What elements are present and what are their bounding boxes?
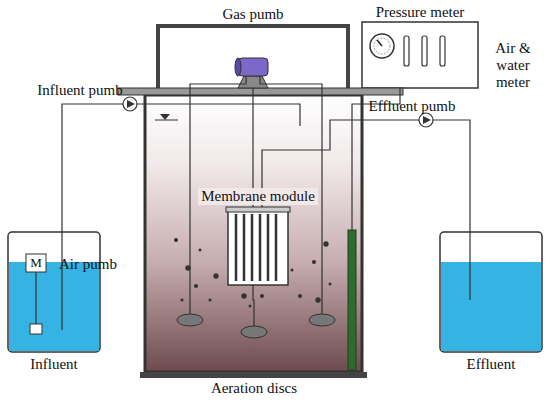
- motor-symbol: M: [30, 255, 42, 270]
- part-label: Membrane module: [198, 188, 318, 205]
- effluent-water: [441, 262, 541, 351]
- level-sensor: [348, 230, 356, 370]
- air-stone: [30, 324, 42, 334]
- part-label: Gas pumb: [222, 6, 283, 23]
- flow-meter: [404, 36, 445, 66]
- influent-water: [9, 262, 99, 351]
- part-label: Air & water meter: [481, 40, 545, 91]
- part-label: Influent pumb: [37, 82, 122, 99]
- membrane-module: [228, 210, 288, 285]
- pump-frame: [158, 26, 348, 90]
- influent-tank: [8, 232, 100, 352]
- aeration-disc: [177, 314, 335, 338]
- pressure-gauge: [370, 34, 394, 58]
- influent-pump-symbol: [123, 97, 137, 111]
- air-pump-box: [26, 254, 46, 272]
- pump-stand: [238, 76, 268, 88]
- gas-line: [190, 76, 322, 328]
- part-label: Aeration discs: [211, 380, 297, 397]
- gas-pump: [238, 58, 268, 76]
- effluent-line: [262, 120, 470, 300]
- tank-base: [140, 372, 367, 378]
- meter-box: [362, 22, 478, 88]
- effluent-pump-symbol: [419, 113, 433, 127]
- effluent-tank: [440, 232, 542, 352]
- part-label: Influent: [30, 356, 77, 373]
- part-label: Air pumb: [59, 256, 117, 273]
- tank-cover: [118, 88, 403, 95]
- part-label: Pressure meter: [376, 4, 465, 21]
- influent-line: [62, 104, 300, 330]
- part-label: Effluent pumb: [369, 98, 456, 115]
- part-label: Effluent: [467, 356, 516, 373]
